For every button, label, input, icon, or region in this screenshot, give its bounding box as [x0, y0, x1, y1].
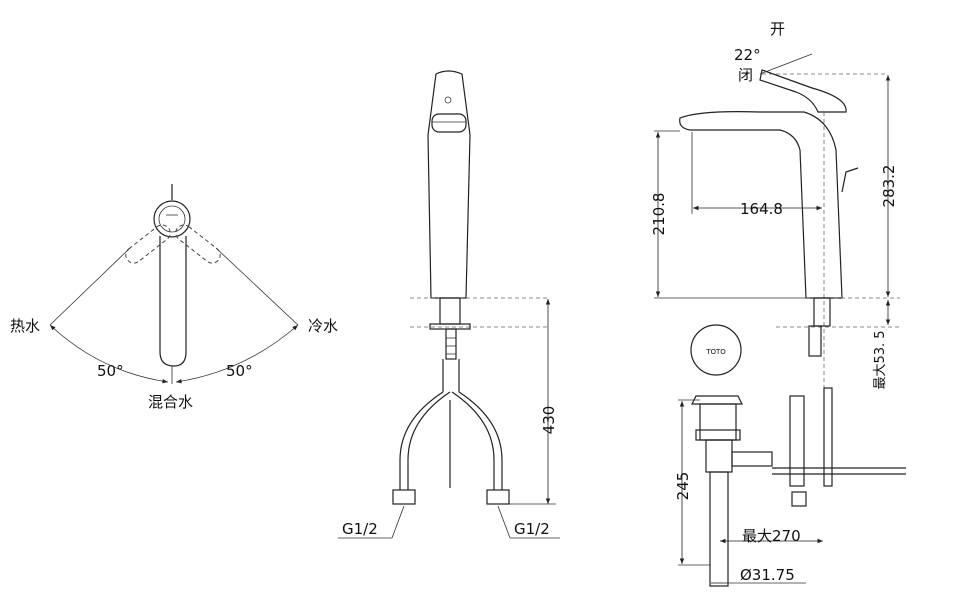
plug-logo: TOTO: [705, 348, 726, 356]
thread-right-label: G1/2: [514, 520, 550, 538]
shank-right: [813, 297, 831, 327]
handle-circle: [153, 200, 191, 238]
swing-arc-hot: [49, 324, 169, 384]
hot-water-label: 热水: [10, 317, 40, 335]
mixed-water-label: 混合水: [148, 393, 193, 411]
body-dot: [444, 96, 452, 104]
linkage-rod-2: [823, 387, 833, 487]
swing-arc-cold: [175, 324, 299, 384]
rod-right: [808, 325, 822, 357]
dim-245-label: 245: [674, 472, 692, 501]
spout-profile: [679, 111, 843, 299]
thread-leader-right: [497, 505, 511, 539]
rod-nut: [791, 491, 807, 507]
nut-left: [392, 489, 416, 505]
open-label: 开: [770, 20, 785, 38]
dim-164-label: 164.8: [740, 200, 783, 218]
waste-pipe: [709, 471, 729, 587]
angle-right-label: 50°: [226, 362, 253, 380]
waste-side-connector: [731, 451, 773, 467]
front-view: 热水 冷水 50° 50° 混合水: [10, 184, 338, 411]
angle-left-label: 50°: [97, 362, 124, 380]
dim-430-label: 430: [540, 406, 558, 435]
waste-cap: [691, 395, 743, 405]
lever-angle-label: 22°: [734, 46, 761, 64]
hot-leader: [49, 247, 131, 326]
spout-body: [159, 236, 187, 367]
waste-tail: [705, 439, 733, 473]
lever-position-cold: [175, 224, 221, 264]
waste-body: [699, 403, 737, 441]
side-view: 430 G1/2 G1/2: [338, 70, 560, 539]
popup-rod: [841, 167, 859, 193]
dim-283-label: 283.2: [880, 165, 898, 208]
linkage-rod: [789, 395, 805, 487]
profile-view: 210.8 164.8 283.2 最大53. 5 TOTO: [650, 20, 906, 587]
handle-front: [431, 113, 467, 133]
hose-left-inner: [407, 391, 451, 490]
close-label: 闭: [738, 66, 753, 84]
handle-inner-circle: [158, 205, 186, 233]
thread-leader-left: [391, 505, 405, 539]
dim-53-label: 最大53. 5: [873, 330, 888, 389]
dim-210-label: 210.8: [650, 193, 668, 236]
dim-270-label: 最大270: [742, 527, 801, 545]
threaded-rod: [445, 328, 457, 360]
nut-right: [486, 489, 510, 505]
cold-leader: [215, 247, 299, 326]
waste-plug-top: [690, 324, 742, 376]
mounting-plate: [429, 323, 471, 330]
lever-position-hot: [125, 224, 171, 264]
lever-angle-line: [759, 53, 813, 75]
shank: [439, 297, 461, 325]
faucet-body: [427, 70, 471, 299]
lever-profile: [759, 69, 847, 113]
waste-flange: [695, 429, 741, 441]
dim-diameter-label: Ø31.75: [740, 566, 795, 584]
hose-left-outer: [399, 391, 444, 490]
hose-right-inner: [451, 391, 495, 490]
cold-water-label: 冷水: [308, 317, 338, 335]
hose-right-outer: [458, 391, 503, 490]
thread-left-label: G1/2: [342, 520, 378, 538]
